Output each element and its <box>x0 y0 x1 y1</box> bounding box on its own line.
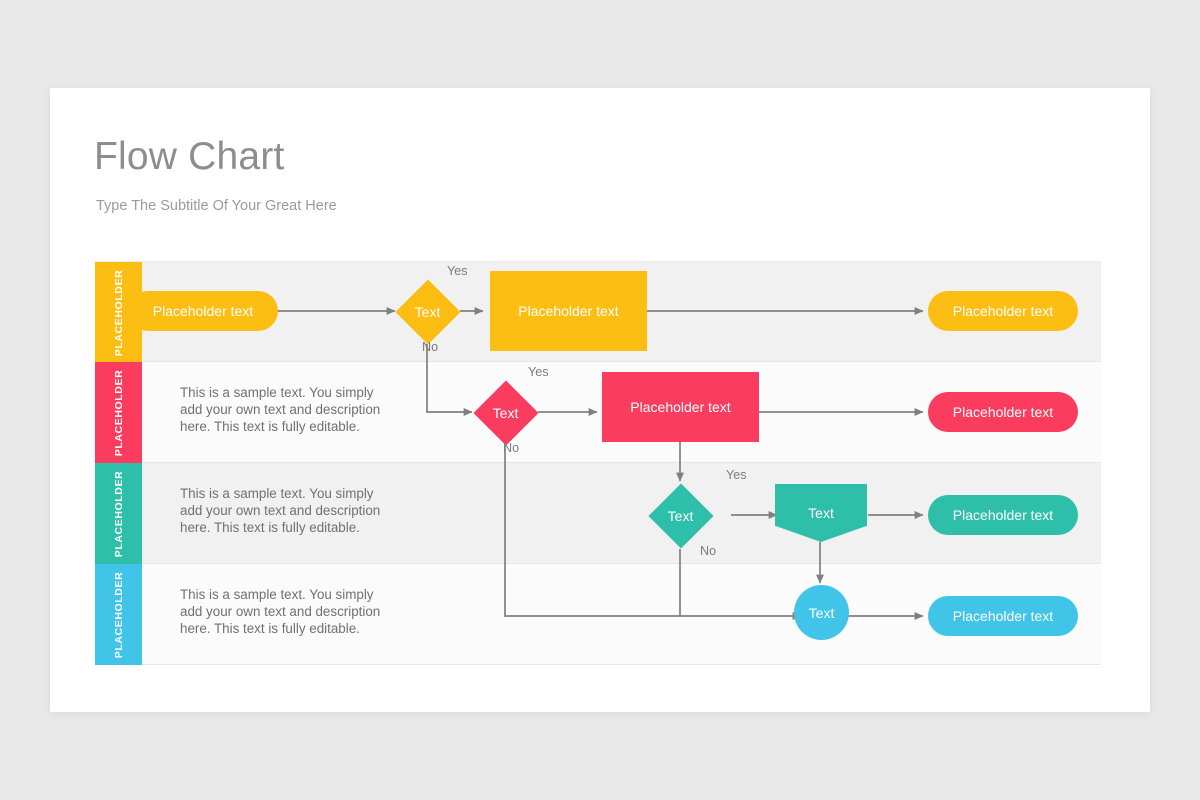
node-label: Placeholder text <box>952 507 1054 523</box>
node-label: Text <box>808 604 835 621</box>
lane-tab-label-2: PLACEHOLDER <box>112 369 125 456</box>
node-label: Text <box>492 404 519 421</box>
lane-tab-label-4: PLACEHOLDER <box>112 571 125 658</box>
node-label: Text <box>808 505 834 521</box>
edge-label-yes-2: Yes <box>528 365 549 379</box>
page-subtitle: Type The Subtitle Of Your Great Here <box>96 198 337 214</box>
node-label: Placeholder text <box>952 404 1054 420</box>
node-n1-decision[interactable]: Text <box>395 279 460 344</box>
lane-tab-2[interactable]: PLACEHOLDER <box>95 362 142 463</box>
node-n3-end[interactable]: Placeholder text <box>928 495 1078 535</box>
lane-tab-label-3: PLACEHOLDER <box>112 470 125 557</box>
node-n1-process[interactable]: Placeholder text <box>490 271 647 351</box>
node-label: Placeholder text <box>518 303 619 319</box>
node-n1-start[interactable]: Placeholder text <box>128 291 278 331</box>
node-label: Placeholder text <box>952 303 1054 319</box>
edge-label-yes-1: Yes <box>447 264 468 278</box>
node-label: Placeholder text <box>952 608 1054 624</box>
lane-tab-4[interactable]: PLACEHOLDER <box>95 564 142 665</box>
lane-tab-label-1: PLACEHOLDER <box>112 269 125 356</box>
node-n2-process[interactable]: Placeholder text <box>602 372 759 442</box>
node-n3-decision[interactable]: Text <box>648 483 713 548</box>
edge-label-yes-3: Yes <box>726 468 747 482</box>
lane-tab-3[interactable]: PLACEHOLDER <box>95 463 142 564</box>
node-label: Text <box>667 507 694 524</box>
edge-label-no-2: No <box>503 441 520 455</box>
node-label: Text <box>414 303 441 320</box>
node-n2-decision[interactable]: Text <box>473 380 538 445</box>
node-n2-end[interactable]: Placeholder text <box>928 392 1078 432</box>
edge-label-no-3: No <box>700 544 717 558</box>
node-label: Placeholder text <box>152 303 254 319</box>
page-title: Flow Chart <box>94 135 285 178</box>
node-n1-end[interactable]: Placeholder text <box>928 291 1078 331</box>
lane-description-2: This is a sample text. You simply add yo… <box>180 385 381 435</box>
edge-label-no-1: No <box>422 340 439 354</box>
slide-canvas: Flow Chart Type The Subtitle Of Your Gre… <box>50 88 1150 712</box>
node-n4-end[interactable]: Placeholder text <box>928 596 1078 636</box>
lane-description-3: This is a sample text. You simply add yo… <box>180 486 381 536</box>
node-n4-merge[interactable]: Text <box>794 585 849 640</box>
node-label: Placeholder text <box>630 399 731 415</box>
lane-description-4: This is a sample text. You simply add yo… <box>180 587 381 637</box>
